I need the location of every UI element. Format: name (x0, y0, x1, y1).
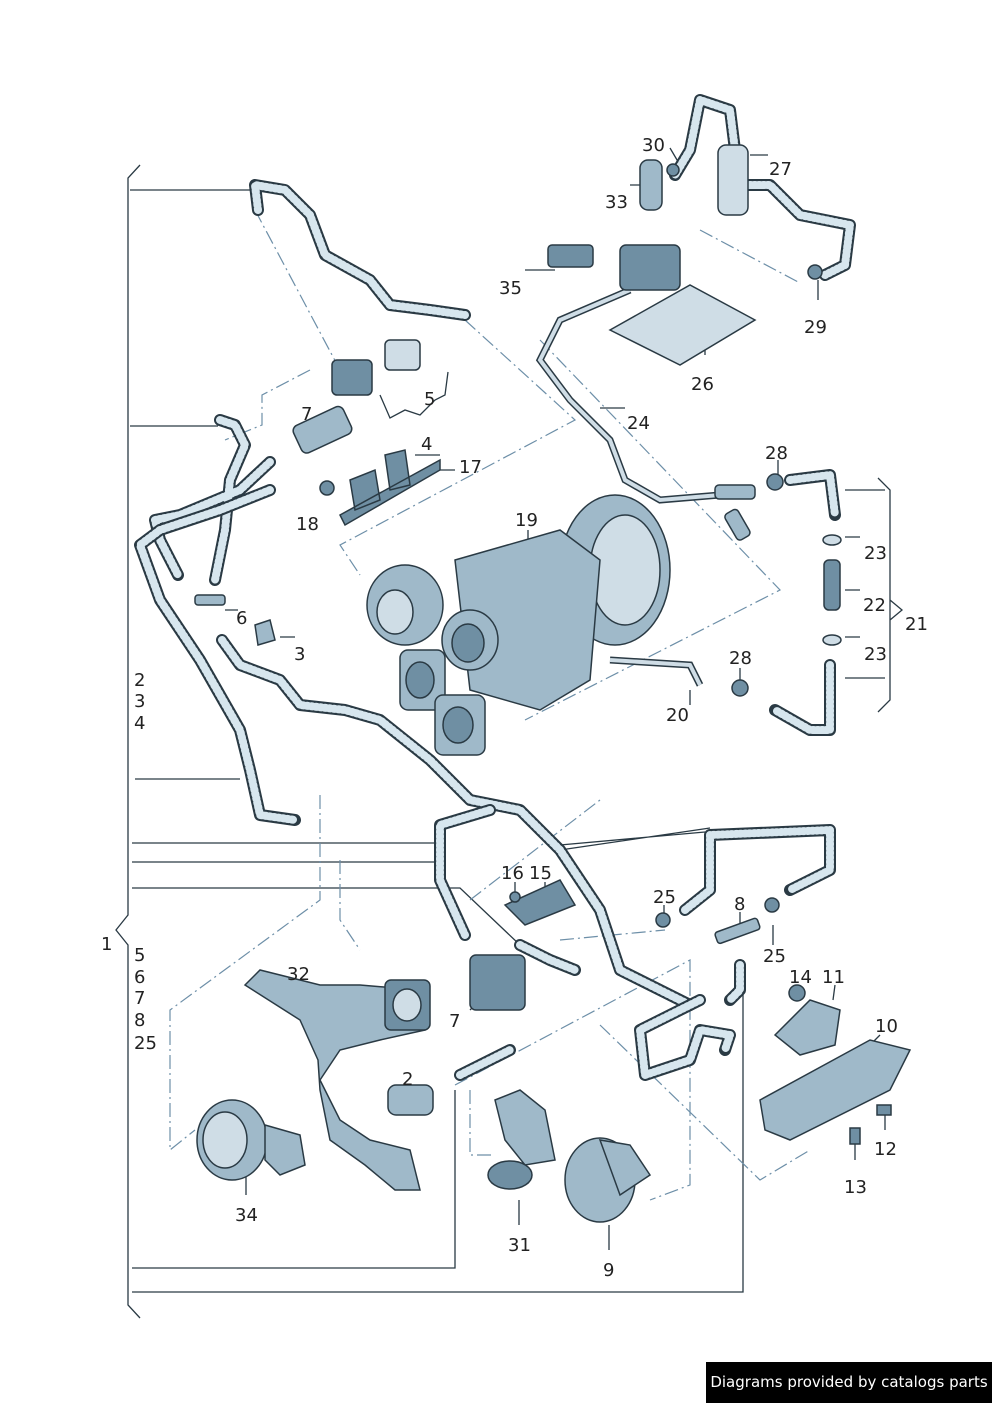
bracket-33 (639, 159, 663, 211)
check-valve-22 (823, 559, 841, 611)
callout-11: 11 (822, 967, 845, 988)
callout-12: 12 (874, 1139, 897, 1160)
callout-29: 29 (804, 317, 827, 338)
callout-2: 2 (402, 1069, 413, 1090)
o-ring-23b (822, 634, 842, 646)
group-bracket (115, 164, 141, 1319)
callout-10: 10 (875, 1016, 898, 1037)
turbocharger-19 (366, 494, 671, 756)
nut-12 (876, 1104, 892, 1116)
hard-lines (535, 286, 721, 687)
bracket-15 (503, 879, 577, 926)
cover-5 (384, 339, 421, 371)
callout-33: 33 (605, 192, 628, 213)
callout-20: 20 (666, 705, 689, 726)
valve-5 (331, 359, 373, 396)
valve-assembly (619, 244, 681, 291)
sensor-35 (547, 244, 594, 268)
water-pump-34 (196, 1099, 306, 1181)
callout-22: 22 (863, 595, 886, 616)
callout-23b: 23 (864, 644, 887, 665)
callout-21: 21 (905, 614, 928, 635)
callout-1: 1 (101, 934, 112, 955)
callout-9: 9 (603, 1260, 614, 1281)
clamp-29 (807, 264, 823, 280)
callout-14: 14 (789, 967, 812, 988)
callout-13: 13 (844, 1177, 867, 1198)
callout-group-25: 25 (134, 1033, 157, 1054)
pump-31 (487, 1089, 556, 1190)
nut-18 (319, 480, 335, 496)
cover-10 (759, 1039, 912, 1141)
bolt-13 (849, 1127, 861, 1145)
clamp-28 (766, 473, 784, 491)
callout-19: 19 (515, 510, 538, 531)
fitting-t2 (724, 508, 751, 541)
o-ring-23 (822, 534, 842, 546)
vacuum-pump-9 (564, 1137, 652, 1223)
callout-group-6: 6 (134, 967, 145, 988)
callout-35: 35 (499, 278, 522, 299)
callout-17: 17 (459, 457, 482, 478)
callout-24: 24 (627, 413, 650, 434)
clamp-25 (655, 912, 671, 928)
callout-labels: 30 27 33 35 29 26 5 7 4 17 24 28 18 19 2… (101, 135, 928, 1281)
callout-32: 32 (287, 964, 310, 985)
bracket-17 (339, 449, 441, 527)
clip-3 (254, 619, 276, 646)
callout-7: 7 (301, 404, 312, 425)
valve-2 (387, 1084, 434, 1116)
filter-27 (717, 144, 749, 216)
callout-31: 31 (508, 1235, 531, 1256)
callout-group-4: 4 (134, 713, 145, 734)
hoses (134, 94, 856, 1081)
callout-30: 30 (642, 135, 665, 156)
fitting-t (714, 484, 756, 500)
callout-15: 15 (529, 863, 552, 884)
callout-8: 8 (734, 894, 745, 915)
assembly-lines (169, 209, 811, 1201)
callout-28: 28 (765, 443, 788, 464)
clamp-30 (666, 163, 680, 177)
callout-18: 18 (296, 514, 319, 535)
clamp-25b (764, 897, 780, 913)
clamp-28b (731, 679, 749, 697)
attribution-footer: Diagrams provided by catalogs parts (706, 1362, 992, 1403)
callout-group-2: 2 (134, 670, 145, 691)
bracket-11 (773, 999, 841, 1056)
callout-7b: 7 (449, 1011, 460, 1032)
valve-7 (292, 405, 353, 454)
bolt-16 (509, 891, 521, 903)
leader-lines (130, 147, 904, 1293)
pipe-32 (243, 969, 426, 1191)
t-piece-6 (194, 594, 226, 606)
callout-26: 26 (691, 374, 714, 395)
callout-group-3: 3 (134, 691, 145, 712)
callout-group-5: 5 (134, 945, 145, 966)
callout-27: 27 (769, 159, 792, 180)
callout-group-7: 7 (134, 988, 145, 1009)
callout-25: 25 (653, 887, 676, 908)
callout-16: 16 (501, 863, 524, 884)
parts (194, 144, 912, 1223)
heat-shield-26 (608, 284, 757, 366)
callout-23: 23 (864, 543, 887, 564)
bolt-14 (788, 984, 806, 1002)
callout-25b: 25 (763, 946, 786, 967)
callout-6: 6 (236, 608, 247, 629)
t-piece-8 (714, 917, 761, 945)
callout-34: 34 (235, 1205, 258, 1226)
callout-5: 5 (424, 389, 435, 410)
callout-3: 3 (294, 644, 305, 665)
valve-7b (469, 954, 526, 1011)
callout-group-8: 8 (134, 1010, 145, 1031)
callout-28b: 28 (729, 648, 752, 669)
callout-4: 4 (421, 434, 432, 455)
